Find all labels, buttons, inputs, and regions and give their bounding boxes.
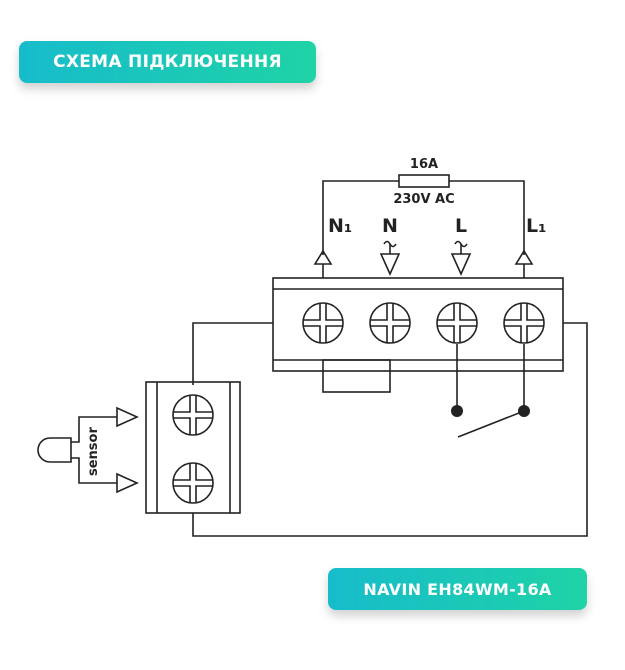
terminal-block	[272, 277, 564, 372]
return-wire	[192, 322, 588, 537]
switch-lever	[457, 410, 525, 438]
terminal-label-n1: N₁	[328, 215, 352, 237]
load-voltage-label: 230V AC	[393, 192, 454, 207]
terminal-label-l: L	[455, 215, 467, 237]
terminal-label-n: N	[382, 215, 398, 237]
load-wire	[322, 180, 525, 255]
title-badge: СХЕМА ПІДКЛЮЧЕННЯ	[19, 41, 316, 83]
n-arrow-icon	[379, 244, 401, 276]
model-text: NAVIN EH84WM-16A	[363, 579, 552, 599]
screw-n1-icon	[302, 302, 344, 344]
sensor-screw-bottom-icon	[172, 462, 214, 504]
block-tab	[322, 359, 391, 393]
l-ac-icon	[454, 240, 468, 248]
sensor-screw-top-icon	[172, 394, 214, 436]
sensor-icon	[37, 437, 72, 463]
neutral-wire	[192, 322, 273, 385]
l1-arrow-icon	[514, 249, 534, 278]
screw-l1-icon	[503, 302, 545, 344]
screw-l-icon	[436, 302, 478, 344]
n-ac-icon	[383, 240, 397, 248]
model-badge: NAVIN EH84WM-16A	[328, 568, 587, 610]
screw-n-icon	[369, 302, 411, 344]
l-arrow-icon	[450, 244, 472, 276]
switch-contact-l1	[518, 405, 530, 417]
load-current-label: 16A	[410, 157, 438, 172]
sensor-label: sensor	[86, 427, 101, 476]
title-text: СХЕМА ПІДКЛЮЧЕННЯ	[53, 52, 282, 72]
sensor-arrow-top-icon	[116, 406, 139, 428]
terminal-label-l1: L₁	[526, 215, 546, 237]
n1-arrow-icon	[313, 249, 333, 278]
load-resistor	[398, 174, 450, 188]
sensor-terminal-block	[145, 381, 241, 514]
switch-contact-l	[451, 405, 463, 417]
sensor-arrow-bottom-icon	[116, 472, 139, 494]
